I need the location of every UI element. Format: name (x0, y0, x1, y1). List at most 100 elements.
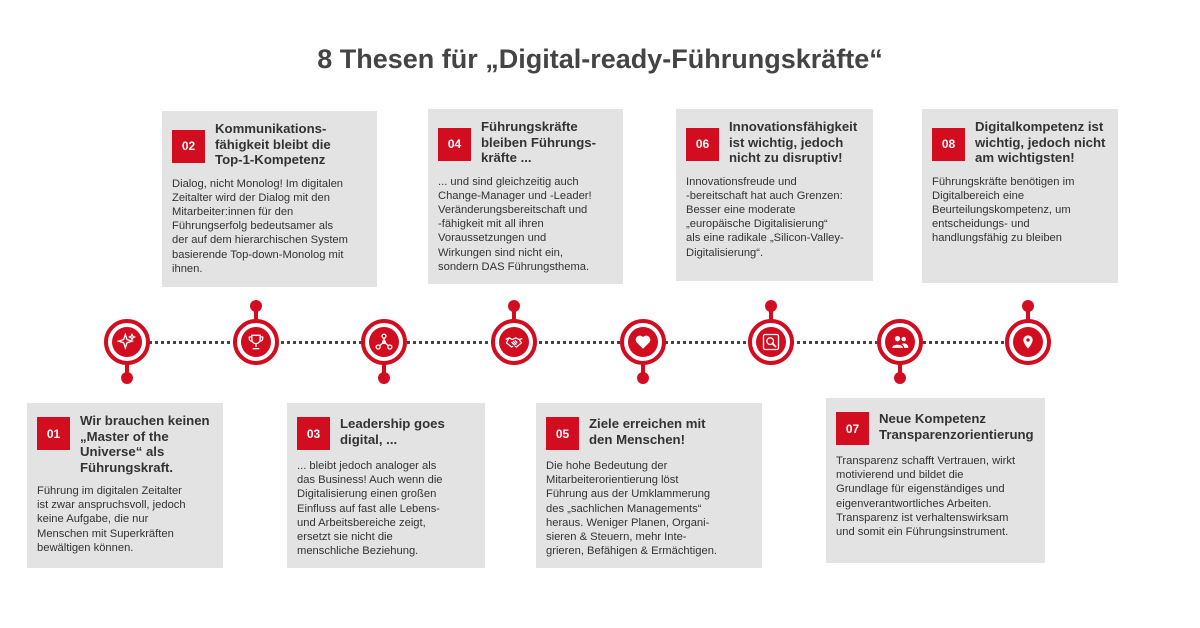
location-icon (1015, 329, 1041, 355)
timeline-dotted-line (126, 341, 1028, 344)
thesis-title-line: wichtig, jedoch nicht (975, 134, 1106, 150)
thesis-body-line: basierende Top-down-Monolog mit (172, 248, 344, 261)
thesis-title-line: Kommunikations- (215, 121, 327, 136)
thesis-body-line: Führungskräfte benötigen im (932, 175, 1075, 188)
thesis-body-line: keine Aufgabe, die nur (37, 513, 149, 526)
timeline-pin-02 (231, 296, 281, 394)
thesis-title-line: nicht zu disruptiv! (729, 150, 843, 165)
thesis-title-line: Ziele erreichen mit (589, 416, 706, 431)
thesis-body-line: das Business! Auch wenn die (297, 474, 443, 487)
thesis-body-line: Mitarbeiterorientierung löst (546, 474, 679, 487)
thesis-title-line: Führungskraft. (80, 459, 174, 475)
thesis-title-line: fähigkeit bleibt die (215, 136, 331, 152)
thesis-body-line: grieren, Befähigen & Ermächtigen. (546, 545, 718, 558)
thesis-title-line: Führungskräfte (481, 119, 578, 134)
thesis-body-line: Transparenz ist verhaltenswirksam (836, 511, 1009, 524)
timeline-pin-05 (618, 318, 668, 416)
thesis-number-badge: 04 (438, 127, 471, 161)
network-icon (371, 329, 397, 355)
thesis-title-line: am wichtigsten! (975, 150, 1075, 165)
thesis-body-line: Veränderungsbereitschaft und (438, 203, 588, 216)
thesis-body-line: sondern DAS Führungsthema. (438, 260, 590, 273)
thesis-body-line: ... bleibt jedoch analoger als (297, 460, 437, 472)
timeline-pin-04 (489, 296, 539, 394)
thesis-number-badge: 05 (546, 417, 579, 450)
thesis-body-line: Mitarbeiter:innen für den (172, 205, 294, 218)
thesis-title-line: Innovationsfähigkeit (729, 119, 858, 134)
thesis-body: Innovationsfreude und-bereitschaft hat a… (686, 175, 863, 260)
thesis-title-line: Leadership goes (340, 416, 445, 431)
thesis-body-line: Digitalbereich eine (932, 189, 1025, 202)
thesis-body-line: Innovationsfreude und (686, 175, 797, 188)
thesis-body-line: Wirkungen sind nicht ein, (438, 246, 563, 259)
thesis-title-line: bleiben Führungs- (481, 134, 597, 150)
thesis-number-badge: 06 (686, 127, 719, 161)
timeline-pin-03 (359, 318, 409, 416)
thesis-body-line: ... und sind gleichzeitig auch (438, 175, 579, 188)
thesis-title-line: „Master of the (80, 428, 169, 444)
thesis-title-line: Neue Kompetenz (879, 411, 986, 426)
thesis-body-line: Grundlage für eigenständiges und (836, 483, 1005, 496)
thesis-body-line: Beurteilungskompetenz, um (932, 203, 1071, 216)
thesis-body: ... bleibt jedoch analoger als das Busine… (297, 459, 475, 558)
thesis-title-line: Top-1-Kompetenz (215, 152, 326, 167)
heart-icon (630, 329, 656, 355)
thesis-body-line: und somit ein Führungsinstrument. (836, 526, 1009, 539)
timeline-pin-06 (746, 296, 796, 394)
thesis-body-line: Einfluss auf fast alle Lebens- (297, 502, 441, 515)
thesis-body-line: -bereitschaft hat auch Grenzen: (686, 189, 843, 202)
thesis-body-line: und Arbeitsbereiche zeigt, (297, 516, 426, 529)
thesis-title-line: den Menschen! (589, 431, 685, 447)
thesis-body-line: Führung im digitalen Zeitalter (37, 485, 182, 497)
thesis-body-line: als eine radikale „Silicon-Valley- (686, 232, 844, 245)
thesis-number-badge: 01 (37, 417, 70, 450)
thesis-title-line: Wir brauchen keinen (80, 413, 210, 428)
thesis-number-badge: 03 (297, 417, 330, 450)
thesis-body-line: Besser eine moderate (686, 203, 796, 216)
thesis-title-line: digital, ... (340, 431, 398, 447)
thesis-title-line: Digitalkompetenz ist (975, 119, 1104, 134)
thesis-body-line: Voraussetzungen und (438, 232, 547, 245)
thesis-body-line: des „sachlichen Managements“ (546, 502, 702, 515)
thesis-number-badge: 07 (836, 412, 869, 445)
thesis-title-line: kräfte ... (481, 150, 532, 165)
thesis-body-line: entscheidungs- und (932, 218, 1030, 231)
thesis-title-line: Transparenzorientierung (879, 426, 1034, 442)
handshake-icon (501, 329, 527, 355)
thesis-body-line: handlungsfähig zu bleiben (932, 232, 1063, 245)
thesis-body-line: Die hohe Bedeutung der (546, 460, 668, 472)
timeline-pin-07 (875, 318, 925, 416)
thesis-body-line: Führung aus der Umklammerung (546, 488, 711, 501)
thesis-body-line: bewältigen können. (37, 541, 134, 554)
thesis-body-line: ist zwar anspruchsvoll, jedoch (37, 499, 186, 512)
thesis-body-line: Transparenz schafft Vertrauen, wirkt (836, 455, 1016, 467)
thesis-body-line: eigenverantwortliches Arbeiten. (836, 497, 992, 510)
magnifier-icon (758, 329, 784, 355)
